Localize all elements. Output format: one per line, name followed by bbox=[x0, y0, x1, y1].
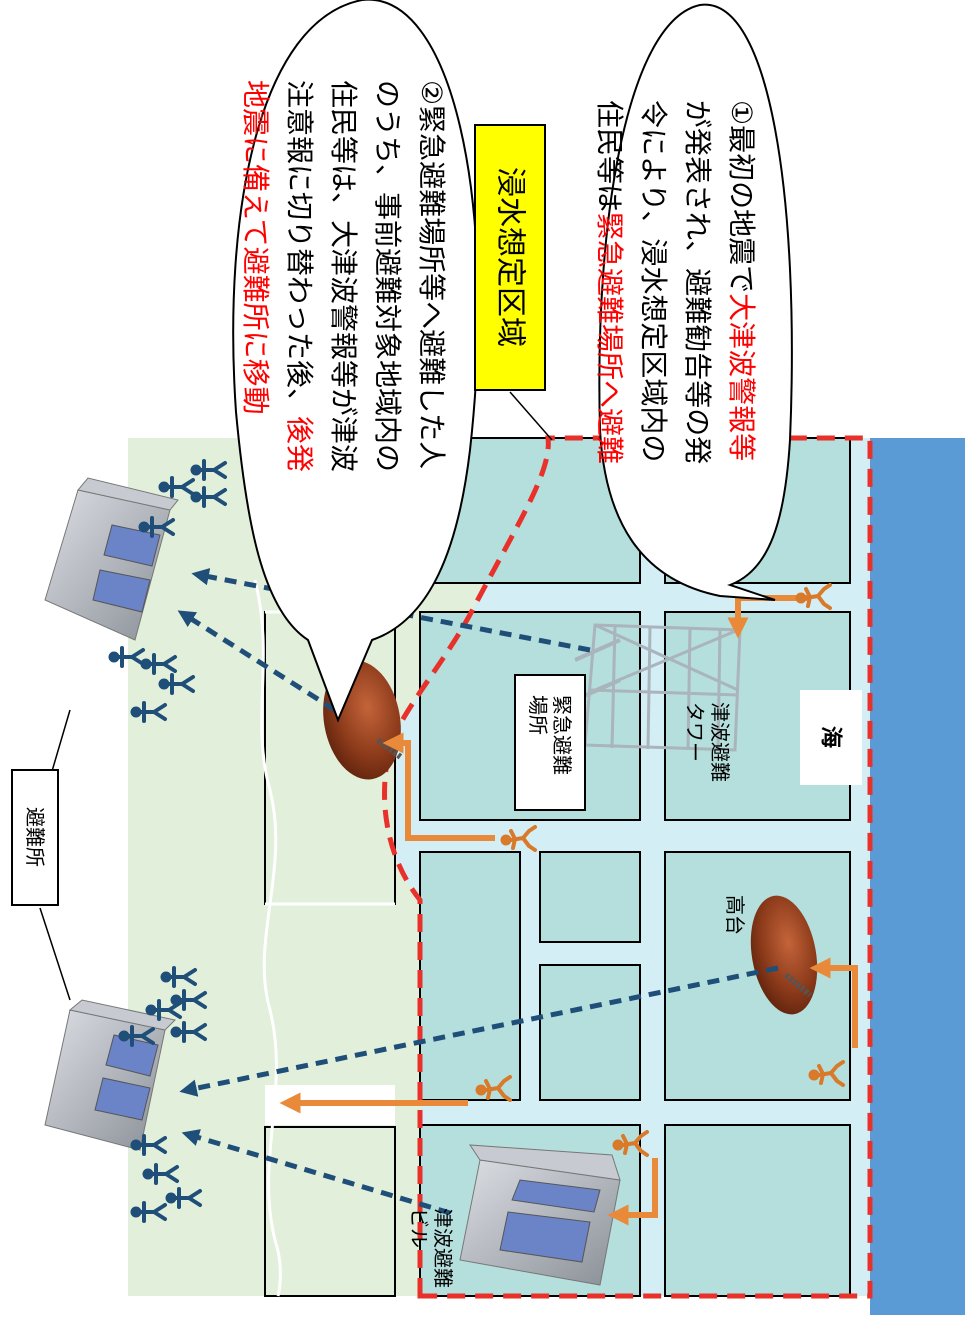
bubble-1-line: 住民等は緊急避難場所へ避難 bbox=[594, 100, 627, 464]
bubble-1-line: が発表され、避難勧告等の発 bbox=[682, 100, 715, 464]
land-blocks bbox=[264, 611, 396, 1297]
bubble-2-line: 地震に備えて避難所に移動 bbox=[240, 80, 273, 415]
text-span: ②緊急避難場所等へ避難した人 bbox=[416, 80, 449, 469]
shelter-label: 避難所 bbox=[23, 807, 47, 867]
bubble-2-text: ②緊急避難場所等へ避難した人のうち、事前避難対象地域内の住民等は、大津波警報等が… bbox=[240, 80, 449, 472]
text-span: 令により、浸水想定区域内の bbox=[638, 100, 671, 462]
sea bbox=[870, 438, 965, 1315]
highlight-span: 地震に備えて避難所に移動 bbox=[240, 80, 273, 415]
text-span: 住民等は、大津波警報等が津波 bbox=[328, 80, 361, 472]
sea-label-box bbox=[800, 690, 862, 785]
tower-label-line: タワー bbox=[683, 702, 707, 762]
bubble-1-shape bbox=[598, 3, 793, 601]
bubble-2-line: 住民等は、大津波警報等が津波 bbox=[328, 80, 361, 472]
inundation-boundary bbox=[382, 435, 873, 1299]
tsunami-evacuation-building bbox=[459, 1144, 621, 1286]
bubble-2-line: のうち、事前避難対象地域内の bbox=[372, 80, 405, 472]
building-label-line: ビル bbox=[407, 1208, 431, 1248]
emergency-site-label: 緊急避難場所 bbox=[526, 695, 574, 775]
sea-label: 海 bbox=[818, 726, 844, 748]
river-line bbox=[253, 579, 282, 1297]
text-span: 注意報に切り替わった後、 bbox=[284, 80, 317, 416]
bubble-1-line: ①最初の地震で大津波警報等 bbox=[726, 100, 759, 461]
bubble-2-line: 注意報に切り替わった後、後発 bbox=[284, 80, 317, 472]
building-label-line: 津波避難 bbox=[431, 1208, 455, 1288]
text-span: のうち、事前避難対象地域内の bbox=[372, 80, 405, 472]
bubble-1-text: ①最初の地震で大津波警報等が発表され、避難勧告等の発令により、浸水想定区域内の住… bbox=[594, 100, 759, 464]
emergency-site-label-box bbox=[514, 674, 586, 811]
highlight-span: 後発 bbox=[284, 416, 317, 472]
highlight-span: 大津波警報等 bbox=[726, 293, 759, 461]
shelter-label-box bbox=[11, 769, 59, 906]
text-span: ①最初の地震で bbox=[726, 100, 759, 293]
highland-label: 高台 bbox=[723, 895, 747, 935]
inundation-label: 浸水想定区域 bbox=[493, 167, 528, 347]
text-span: が発表され、避難勧告等の発 bbox=[682, 100, 715, 464]
shelter-building-bottom bbox=[44, 999, 177, 1151]
bubble-1-line: 令により、浸水想定区域内の bbox=[638, 100, 671, 462]
shelter-move-arrows bbox=[177, 568, 779, 1216]
tower-label-line: 津波避難 bbox=[708, 702, 732, 782]
highlight-span: 緊急避難場所へ避難 bbox=[594, 212, 627, 464]
emergency-site-label-line: 場所 bbox=[526, 695, 550, 735]
bubble-2-line: ②緊急避難場所等へ避難した人 bbox=[416, 80, 449, 469]
emergency-site-label-line: 緊急避難 bbox=[550, 695, 574, 775]
evacuation-arrows bbox=[279, 595, 858, 1226]
text-span: 住民等は bbox=[594, 100, 627, 212]
hill-lower bbox=[750, 895, 818, 1015]
inundation-label-box bbox=[474, 124, 546, 391]
